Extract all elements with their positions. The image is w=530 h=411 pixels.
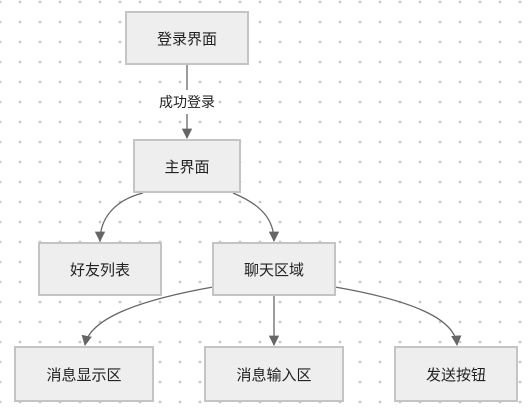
edge-label-login-success: 成功登录	[156, 90, 218, 114]
node-login: 登录界面	[125, 11, 249, 65]
edge-main-to-friends	[94, 192, 144, 243]
node-main: 主界面	[133, 139, 241, 193]
edge-chat-to-send	[334, 286, 462, 347]
node-message-display: 消息显示区	[14, 346, 154, 402]
node-message-input: 消息输入区	[204, 346, 344, 402]
edge-main-to-chat	[232, 192, 280, 243]
node-send-button: 发送按钮	[394, 346, 518, 402]
edge-chat-to-display	[81, 286, 214, 347]
node-friends: 好友列表	[38, 242, 162, 296]
node-chat: 聊天区域	[212, 242, 336, 296]
